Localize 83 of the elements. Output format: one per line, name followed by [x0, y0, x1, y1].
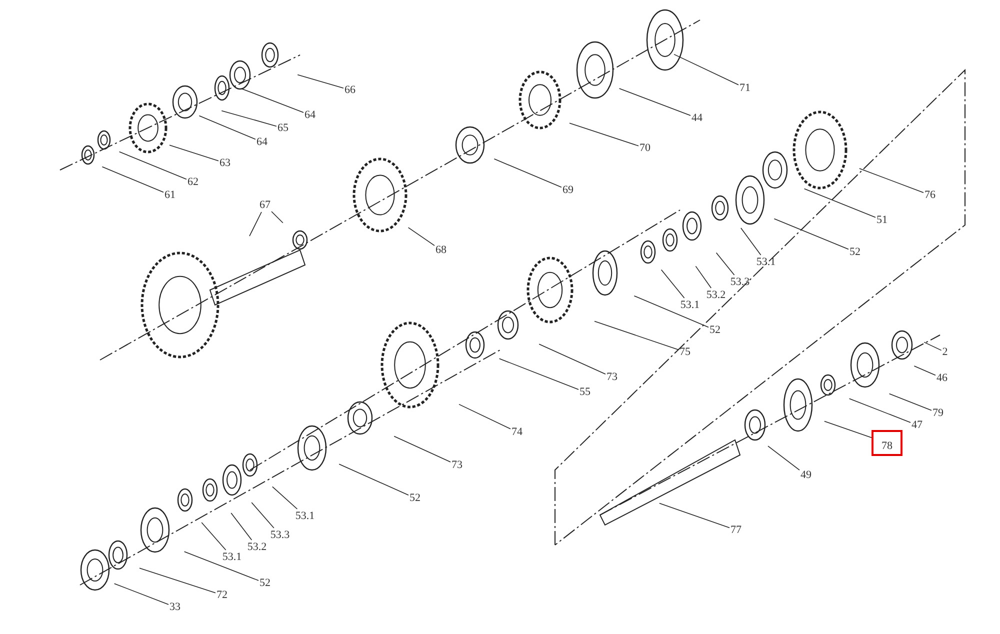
callout-number: 49 — [800, 468, 812, 482]
leader-line — [221, 110, 277, 127]
leader-line — [114, 583, 169, 605]
leader-line — [914, 366, 936, 376]
callout-number: 72 — [216, 588, 228, 602]
leader-line — [271, 211, 284, 224]
callout-number: 77 — [730, 523, 742, 537]
callout-number: 73 — [606, 370, 618, 384]
callout-number: 2 — [941, 345, 949, 359]
callout-number: 53.3 — [269, 528, 291, 542]
leader-line — [660, 269, 685, 298]
callout-number: 62 — [186, 175, 200, 189]
leader-line — [888, 393, 932, 411]
leader-line — [774, 218, 849, 250]
callout-number: 47 — [910, 418, 924, 432]
leader-line — [139, 568, 216, 594]
leader-line — [634, 296, 709, 328]
leader-line — [230, 512, 252, 540]
callout-number: 52 — [848, 245, 862, 259]
leader-line — [538, 344, 606, 374]
callout-number: 44 — [690, 111, 704, 125]
callout-number: 71 — [738, 81, 752, 95]
leader-line — [498, 358, 579, 390]
callout-number: 78 — [872, 430, 902, 456]
leader-line — [169, 144, 219, 162]
callout-number: 53.1 — [755, 255, 777, 269]
callout-number: 65 — [276, 121, 290, 135]
callout-number: 75 — [678, 345, 692, 359]
callout-number: 64 — [256, 135, 268, 149]
callout-number: 74 — [510, 425, 524, 439]
leader-line — [494, 158, 562, 188]
callout-number: 73 — [450, 458, 464, 472]
leader-line — [251, 502, 274, 528]
leader-line — [184, 551, 259, 581]
leader-line — [716, 252, 735, 276]
leader-line — [804, 188, 876, 218]
leader-line — [824, 420, 872, 438]
leader-line — [297, 74, 344, 88]
callout-number: 55 — [578, 385, 592, 399]
leader-line — [618, 88, 691, 116]
callout-number: 66 — [344, 83, 356, 97]
leader-line — [102, 166, 164, 193]
callout-number: 52 — [408, 491, 422, 505]
leader-line — [740, 228, 762, 256]
callout-number: 52 — [258, 576, 272, 590]
callout-number: 61 — [164, 188, 176, 202]
callout-number: 68 — [434, 243, 448, 257]
callout-number: 51 — [876, 213, 888, 227]
leader-line — [768, 446, 800, 470]
callout-number: 46 — [936, 371, 948, 385]
leader-line — [569, 122, 639, 146]
leader-line — [659, 502, 730, 528]
callout-number: 69 — [562, 183, 574, 197]
callout-number: 53.1 — [221, 550, 243, 564]
callout-number: 53.2 — [246, 540, 268, 554]
callout-number: 53.3 — [729, 275, 751, 289]
leader-line — [408, 227, 435, 246]
callout-number: 33 — [168, 600, 182, 614]
callout-number: 67 — [258, 198, 272, 212]
leader-line — [394, 436, 451, 462]
leader-line — [118, 151, 187, 180]
callout-number: 53.1 — [294, 509, 316, 523]
leader-line — [240, 88, 304, 113]
callout-number: 63 — [218, 156, 232, 170]
leader-line — [198, 115, 256, 140]
leader-line — [338, 464, 409, 496]
leader-line — [695, 266, 712, 288]
leader-line — [924, 342, 942, 351]
leader-line — [674, 54, 739, 86]
callout-number: 52 — [708, 323, 722, 337]
leader-line — [594, 320, 679, 350]
leader-line — [249, 212, 262, 236]
callout-number: 79 — [932, 406, 944, 420]
leader-line — [848, 398, 911, 423]
callout-number: 76 — [924, 188, 936, 202]
callout-number: 70 — [638, 141, 652, 155]
callout-number: 53.2 — [705, 288, 727, 302]
leader-line — [201, 522, 226, 550]
leader-line — [859, 168, 924, 193]
callout-number: 64 — [304, 108, 316, 122]
leader-line — [458, 404, 511, 430]
callout-number: 53.1 — [679, 298, 701, 312]
leader-line — [272, 486, 298, 510]
